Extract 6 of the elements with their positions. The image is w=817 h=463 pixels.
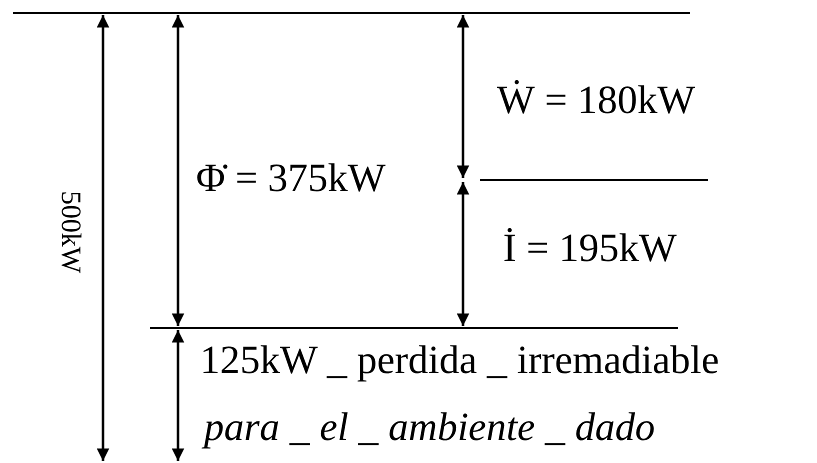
total-power-label: 500kW [56,190,84,274]
loss-label: 125kW _ perdida _ irremadiable [200,340,720,380]
loss-label: para _ el _ ambiente _ dado [204,407,656,447]
power-label: Φ̇ = 375kW [196,158,386,198]
power-label: İ = 195kW [503,228,677,268]
power-label: Ẇ = 180kW [497,80,696,120]
